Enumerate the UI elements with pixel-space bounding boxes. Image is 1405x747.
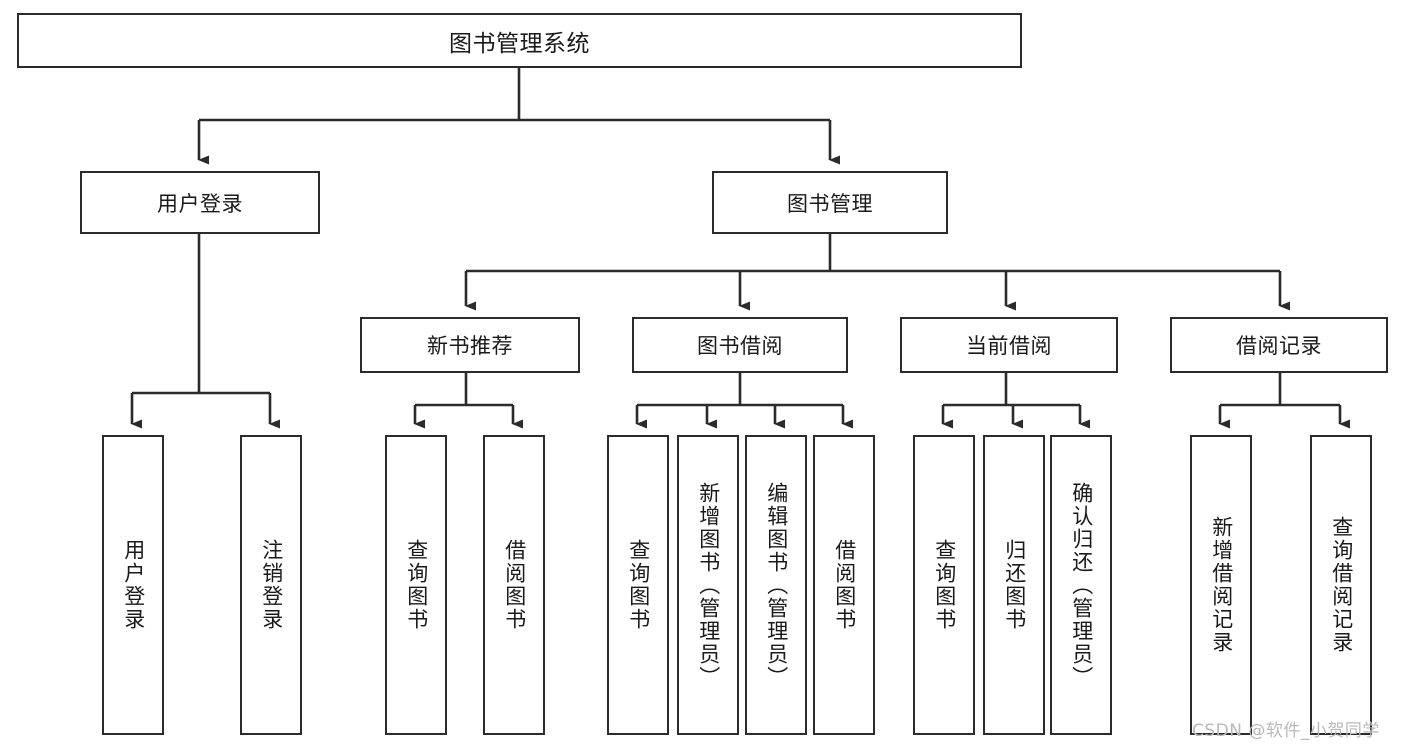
node-leaf-query-book-2[interactable]: 查询图书 [607,435,669,735]
node-user-login[interactable]: 用户登录 [80,171,320,234]
node-label: 图书管理 [787,191,873,216]
node-leaf-edit-book[interactable]: 编辑图书（管理员） [745,435,807,735]
node-current-borrow[interactable]: 当前借阅 [900,317,1118,373]
node-new-book-recommend[interactable]: 新书推荐 [360,317,580,373]
node-label: 当前借阅 [966,334,1052,358]
node-borrow-record[interactable]: 借阅记录 [1170,317,1388,373]
node-label: 编辑图书（管理员） [764,481,789,689]
node-book-manage[interactable]: 图书管理 [712,171,948,234]
node-label: 归还图书 [1002,539,1027,631]
csdn-watermark: CSDN @软件_小贺同学 [1192,721,1380,741]
node-label: 查询图书 [626,539,651,631]
node-label: 新增图书（管理员） [696,481,721,689]
node-leaf-query-book-3[interactable]: 查询图书 [913,435,975,735]
node-label: 新增借阅记录 [1209,516,1234,654]
node-leaf-return-book[interactable]: 归还图书 [983,435,1045,735]
node-book-borrow[interactable]: 图书借阅 [632,317,848,373]
node-label: 用户登录 [121,539,146,631]
node-leaf-query-book-1[interactable]: 查询图书 [385,435,447,735]
node-leaf-add-borrow-record[interactable]: 新增借阅记录 [1190,435,1252,735]
node-label: 注销登录 [259,539,284,631]
node-leaf-add-book[interactable]: 新增图书（管理员） [677,435,739,735]
node-leaf-borrow-book-2[interactable]: 借阅图书 [813,435,875,735]
node-label: 借阅图书 [832,539,857,631]
node-leaf-logout-login[interactable]: 注销登录 [240,435,302,735]
node-label: 用户登录 [157,191,243,216]
node-leaf-borrow-book-1[interactable]: 借阅图书 [483,435,545,735]
node-leaf-user-login[interactable]: 用户登录 [102,435,164,735]
node-label: 借阅图书 [502,539,527,631]
node-label: 查询图书 [932,539,957,631]
node-label: 确认归还（管理员） [1069,481,1094,689]
node-root[interactable]: 图书管理系统 [17,13,1022,68]
node-label: 图书管理系统 [449,30,590,57]
node-label: 查询图书 [404,539,429,631]
node-label: 图书借阅 [697,334,783,358]
node-leaf-confirm-return[interactable]: 确认归还（管理员） [1050,435,1112,735]
node-label: 查询借阅记录 [1329,516,1354,654]
node-label: 新书推荐 [427,334,513,358]
node-label: 借阅记录 [1236,334,1322,358]
node-leaf-query-borrow-record[interactable]: 查询借阅记录 [1310,435,1372,735]
